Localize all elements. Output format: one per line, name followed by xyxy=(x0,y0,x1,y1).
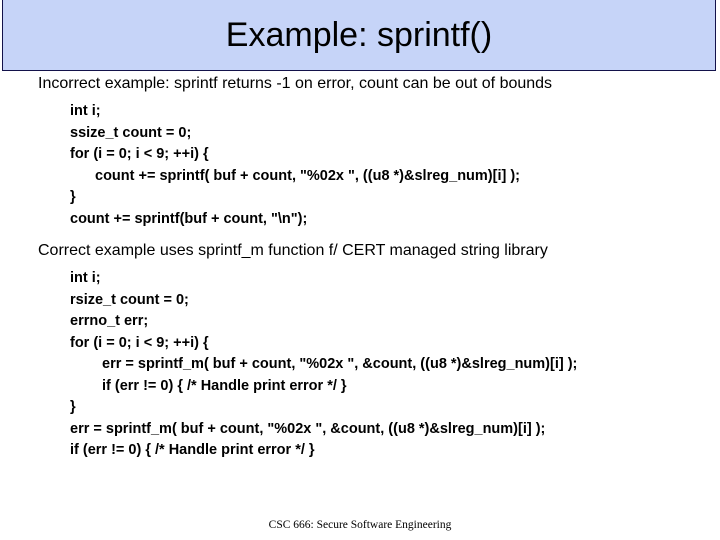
section-heading-correct: Correct example uses sprintf_m function … xyxy=(38,242,548,259)
slide-body: Incorrect example: sprintf returns -1 on… xyxy=(0,74,720,514)
code-line: if (err != 0) { /* Handle print error */… xyxy=(102,377,347,394)
code-line: count += sprintf( buf + count, "%02x ", … xyxy=(95,167,521,184)
code-line: } xyxy=(70,399,76,415)
slide-title-banner: Example: sprintf() xyxy=(2,0,716,71)
code-line: count += sprintf(buf + count, "\n"); xyxy=(70,210,308,227)
code-line: err = sprintf_m( buf + count, "%02x ", &… xyxy=(70,420,546,437)
code-line: if (err != 0) { /* Handle print error */… xyxy=(70,442,315,458)
code-block-correct: int i; rsize_t count = 0; errno_t err; f… xyxy=(0,268,720,462)
spacer xyxy=(0,261,720,268)
code-line: int i; xyxy=(70,270,101,286)
code-line: rsize_t count = 0; xyxy=(70,291,189,308)
page-title: Example: sprintf() xyxy=(225,16,493,54)
section-heading-incorrect: Incorrect example: sprintf returns -1 on… xyxy=(38,75,553,92)
code-line: ssize_t count = 0; xyxy=(70,124,192,141)
spacer xyxy=(0,230,720,241)
code-line: int i; xyxy=(70,103,101,119)
code-line: errno_t err; xyxy=(70,313,149,329)
code-line: err = sprintf_m( buf + count, "%02x ", &… xyxy=(102,356,578,372)
spacer xyxy=(0,94,720,101)
code-block-incorrect: int i; ssize_t count = 0; for (i = 0; i … xyxy=(0,101,720,230)
code-line: for (i = 0; i < 9; ++i) { xyxy=(70,334,209,351)
code-line: } xyxy=(70,189,76,205)
slide-footer: CSC 666: Secure Software Engineering xyxy=(268,519,452,531)
code-line: for (i = 0; i < 9; ++i) { xyxy=(70,146,209,162)
